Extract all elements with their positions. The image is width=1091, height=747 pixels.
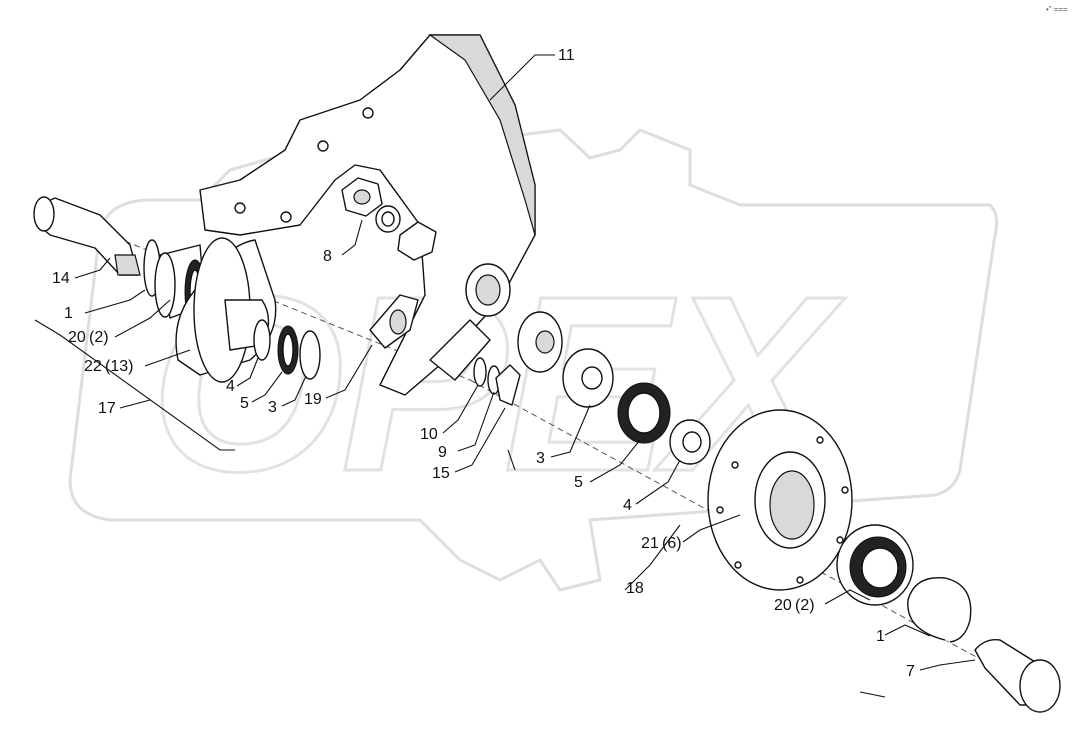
part-5-seal-right	[617, 382, 671, 444]
callout-20-left: 20 (2)	[68, 329, 109, 346]
watermark-gear	[68, 108, 999, 592]
callout-15: 15	[432, 465, 450, 482]
callout-3-right: 3	[536, 450, 545, 467]
part-11-steering-knuckle	[199, 34, 536, 396]
part-8-nut	[341, 177, 437, 261]
callout-21: 21 (6)	[641, 535, 682, 552]
callout-1-right: 1	[876, 628, 885, 645]
callout-20-right: 20 (2)	[774, 597, 815, 614]
callout-10: 10	[420, 426, 438, 443]
callout-4-right: 4	[623, 497, 632, 514]
callout-7: 7	[906, 663, 915, 680]
callout-9: 9	[438, 444, 447, 461]
callout-labels: 11 8 14 1 20 (2) 22 (13) 17 4 5 3 19 10 …	[52, 47, 915, 680]
part-15-nut	[495, 364, 521, 406]
part-3-washer-left	[299, 330, 321, 380]
leader-lines	[34, 54, 976, 698]
part-14-axle-pin	[33, 196, 141, 276]
callout-18: 18	[626, 580, 644, 597]
part-5-seal-left	[277, 325, 299, 375]
callout-4-left: 4	[226, 378, 235, 395]
callout-17: 17	[98, 400, 116, 417]
part-19-block	[369, 294, 419, 349]
callout-5-right: 5	[574, 474, 583, 491]
callout-11: 11	[558, 47, 575, 64]
part-10-washer	[473, 357, 487, 387]
part-spacer-right-top	[517, 311, 563, 373]
part-3-washer-right	[562, 348, 614, 408]
part-20-bearing-right	[836, 524, 914, 606]
part-7-pin	[974, 639, 1061, 713]
part-4-spacer-right	[669, 419, 711, 465]
callout-22: 22 (13)	[84, 358, 133, 375]
callout-1-left: 1	[64, 305, 73, 322]
callout-3-left: 3	[268, 399, 277, 416]
callout-19: 19	[304, 391, 322, 408]
part-4-spacer-left	[253, 319, 271, 361]
callout-5-left: 5	[240, 395, 249, 412]
part-1-circlip-right	[907, 576, 972, 643]
corner-mark: •” ===	[1046, 5, 1068, 14]
callout-8: 8	[323, 248, 332, 265]
part-21-wheel-hub	[707, 409, 853, 591]
callout-14: 14	[52, 270, 70, 287]
